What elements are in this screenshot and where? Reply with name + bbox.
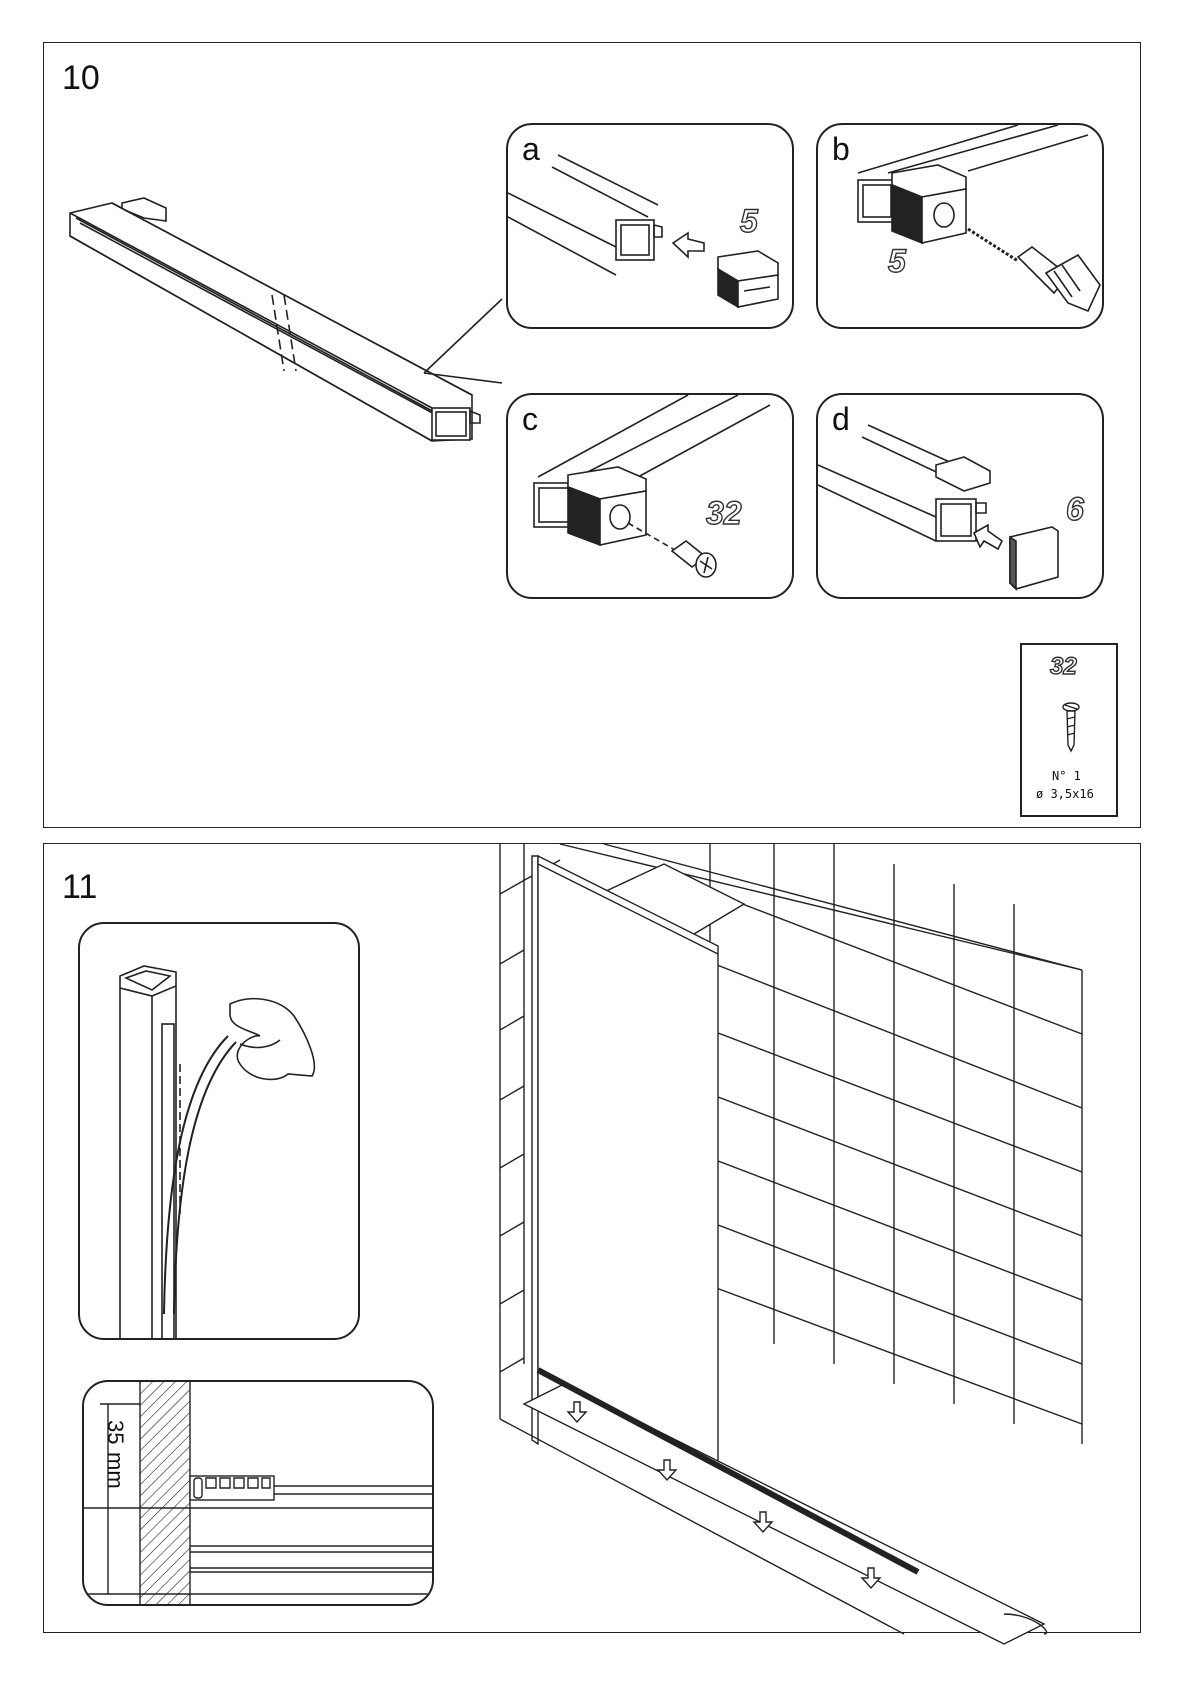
hardware-legend: 32 N° 1 ø 3,5x16	[1020, 643, 1118, 817]
panel-c-part-number: 32	[706, 495, 742, 532]
step-10-frame: 10 a	[43, 42, 1141, 828]
panel-a-part-number: 5	[740, 203, 758, 240]
panel-b-drawing	[818, 125, 1104, 329]
step-11-frame: 11	[43, 843, 1141, 1633]
panel-c-drawing	[508, 395, 794, 599]
legend-quantity: N° 1	[1052, 769, 1081, 783]
detail-panel-b: b 5	[816, 123, 1104, 329]
detail-panel-c: c 32	[506, 393, 794, 599]
detail-panel-d: d 6	[816, 393, 1104, 599]
legend-size: ø 3,5x16	[1036, 787, 1094, 801]
detail-panel-a: a 5	[506, 123, 794, 329]
panel-d-part-number: 6	[1066, 491, 1084, 528]
shower-enclosure-drawing	[44, 844, 1142, 1634]
panel-d-drawing	[818, 395, 1104, 599]
panel-b-part-number: 5	[888, 243, 906, 280]
